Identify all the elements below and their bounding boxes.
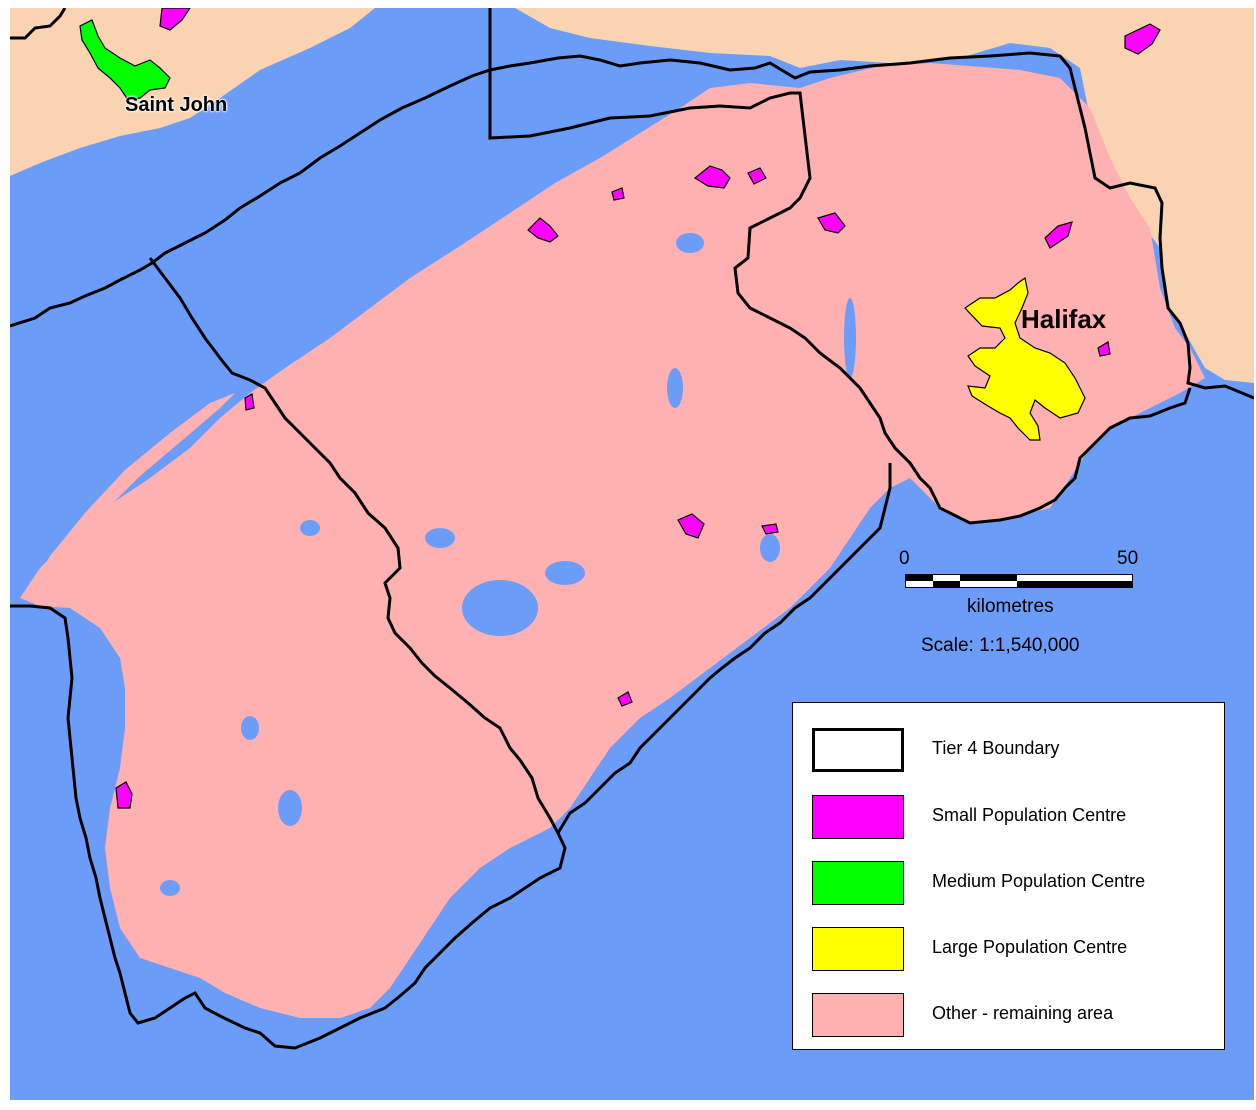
legend-item-small-centre: Small Population Centre — [812, 795, 1212, 843]
scale-bar-graphic — [905, 574, 1133, 588]
small-centres — [115, 8, 1161, 809]
halifax-label: Halifax — [1021, 304, 1107, 334]
legend-item-tier4-boundary: Tier 4 Boundary — [812, 728, 1212, 776]
northeast-land — [515, 8, 1254, 383]
halifax-centre — [964, 276, 1086, 441]
legend-swatch-large — [812, 927, 904, 971]
scale-bar: 0 50 kilometres Scale: 1:1,540,000 — [895, 548, 1155, 658]
legend-label: Medium Population Centre — [932, 871, 1146, 891]
legend-item-remaining-area: Other - remaining area — [812, 993, 1212, 1041]
legend-swatch-remaining — [812, 993, 904, 1037]
digby-neck-land — [24, 393, 235, 600]
legend-swatch-small — [812, 795, 904, 839]
legend-swatch-medium — [812, 861, 904, 905]
saint-john-label: Saint John — [125, 94, 228, 116]
legend-label: Tier 4 Boundary — [932, 738, 1060, 758]
legend-item-medium-centre: Medium Population Centre — [812, 861, 1212, 909]
lakes — [160, 233, 856, 896]
legend-label: Small Population Centre — [932, 805, 1127, 825]
legend-item-large-centre: Large Population Centre — [812, 927, 1212, 975]
legend-swatch-boundary — [812, 728, 904, 772]
map-frame: Saint John Halifax — [10, 8, 1254, 1100]
nova-scotia-land — [20, 63, 1205, 1018]
legend-label: Large Population Centre — [932, 937, 1128, 957]
saint-john-centre — [79, 19, 171, 101]
scale-unit-label: kilometres — [967, 596, 1054, 617]
scale-ratio-label: Scale: 1:1,540,000 — [921, 635, 1080, 656]
tier4-boundaries — [10, 8, 1254, 1050]
scale-tick-end: 50 — [1117, 548, 1139, 569]
map-legend: Tier 4 Boundary Small Population Centre … — [792, 702, 1225, 1050]
scale-tick-start: 0 — [899, 548, 910, 569]
legend-label: Other - remaining area — [932, 1003, 1114, 1023]
